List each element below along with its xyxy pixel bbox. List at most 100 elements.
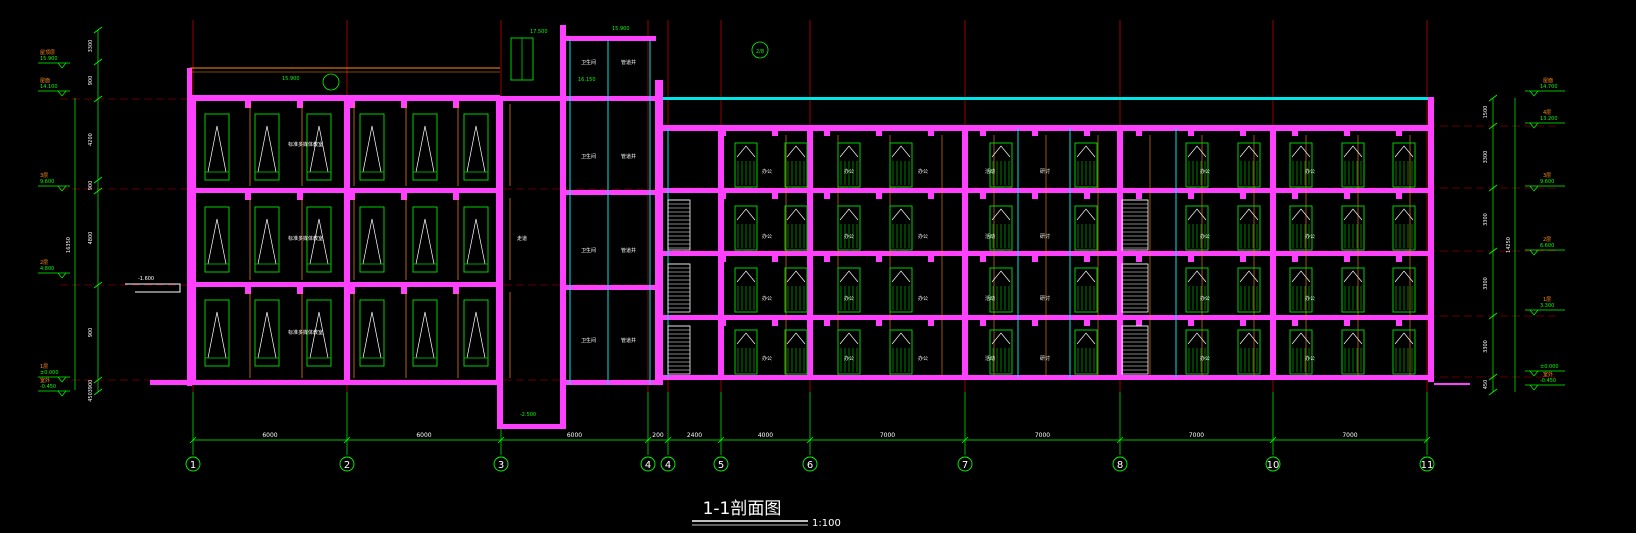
window [1237,142,1261,188]
column-right [1270,125,1276,380]
dim-tick [189,436,197,444]
left-level-name: 3层 [40,173,48,179]
window [254,299,280,367]
beam [1396,130,1402,136]
axis-bubble [713,456,729,472]
axis-bubble-label: 8 [1117,460,1123,471]
right-level-elev: ±0.000 [1540,364,1559,370]
window [1392,205,1416,251]
room-label-right: 办公 [844,233,854,240]
room-label-duct: 管道井 [621,247,636,254]
beam [876,320,882,326]
beam [876,193,882,199]
window [989,267,1013,313]
window-casement [991,332,1011,345]
room-label-right: 办公 [762,233,772,240]
window [784,329,808,375]
room-label-corridor: 走道 [517,235,527,242]
dim-tick [93,187,103,195]
room-label-duct: 管道井 [621,337,636,344]
beam [245,101,251,108]
window [204,113,230,181]
room-label-right: 活动 [985,168,995,175]
window [306,113,332,181]
window-casement [1076,270,1096,283]
window-casement [736,270,756,283]
bay-dimension: 6000 [416,432,431,439]
window [254,206,280,273]
window-casement [1343,208,1363,221]
room-label-right: 办公 [1200,168,1210,175]
room-label-right: 活动 [985,355,995,362]
room-label-classroom: 标准多媒体教室 [288,329,323,336]
left-dim-value: 3900 [88,380,94,393]
window [837,267,861,313]
beam [980,193,986,199]
drawing-scale: 1:100 [812,518,841,529]
left-level-name: 1层 [40,364,48,370]
window [1237,329,1261,375]
beam [1032,193,1038,199]
beam [876,256,882,262]
window-casement [362,311,382,359]
window-casement [1187,270,1207,283]
beam [1032,256,1038,262]
beam [1240,256,1246,262]
window [306,206,332,273]
beam [1084,130,1090,136]
right-block-left-wall [655,80,663,385]
beam [720,256,726,262]
windows-layer [204,37,1416,375]
axis-bubble [339,456,355,472]
dim-tick [93,58,103,66]
window [359,113,385,181]
dim-tick [1269,436,1277,444]
core-mid-elev: 16.150 [578,77,596,83]
left-dim-value: 4800 [88,232,94,245]
stair-flight [1121,325,1149,375]
right-dim-value: 3300 [1483,151,1489,164]
window-casement [991,208,1011,221]
dim-tick [93,95,103,103]
level-marker [57,376,67,383]
axis-bubble-label: 4 [645,460,651,471]
roof-slab-right [660,125,1432,131]
beam [824,130,830,136]
right-level-elev: 14.700 [1540,84,1558,90]
entrance-elev: -1.600 [138,276,154,282]
window [1392,142,1416,188]
window [359,299,385,367]
beam [1136,320,1142,326]
core-wall-left [497,96,503,426]
level-marker [57,185,67,192]
beam [1032,130,1038,136]
window [204,299,230,367]
window-casement [1343,270,1363,283]
window [254,113,280,181]
dim-tick [93,176,103,184]
window-casement [736,145,756,158]
window-casement [891,270,911,283]
entrance-canopy [125,283,181,293]
window [784,142,808,188]
column-right [1117,125,1123,380]
pit-wall [497,385,503,427]
window-casement [309,125,329,173]
building-structure [125,25,1470,429]
right-dim-value: 3300 [1483,340,1489,353]
dim-tick [93,388,103,396]
dim-tick [664,436,672,444]
bay-dimension: 7000 [1189,432,1204,439]
window-casement [736,208,756,221]
beam [720,320,726,326]
window-casement [1394,208,1414,221]
window-casement [1291,208,1311,221]
left-dim-value: 4200 [88,133,94,146]
beam [1344,130,1350,136]
bay-dimension: 7000 [880,432,895,439]
room-label-right: 办公 [762,355,772,362]
level-marker [57,62,67,69]
beam [928,320,934,326]
core-top-elev: 17.500 [530,29,548,35]
beam [1240,130,1246,136]
